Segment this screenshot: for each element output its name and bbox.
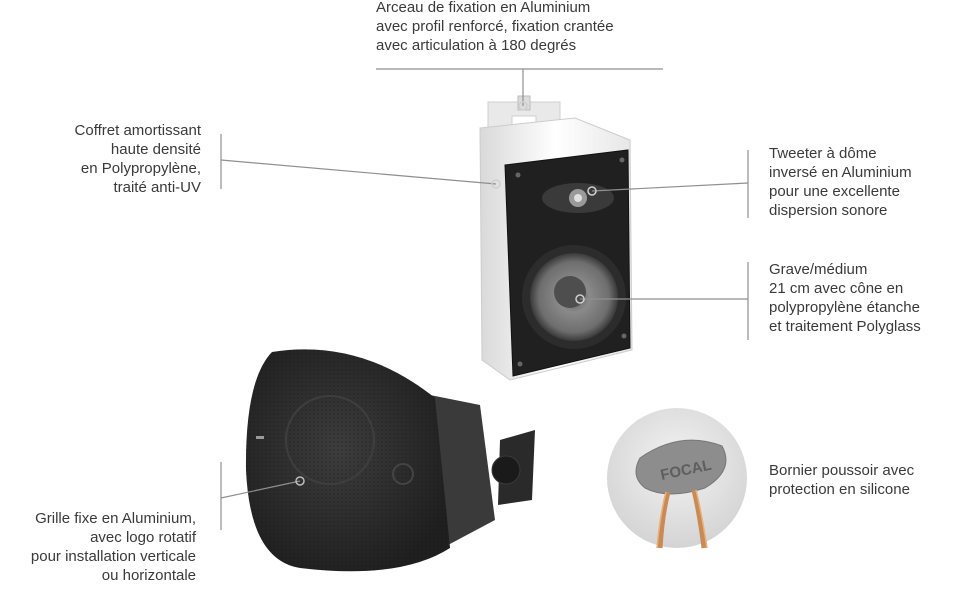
callout-woofer: Grave/médium 21 cm avec cône en polyprop… bbox=[769, 260, 921, 336]
terminal-closeup: FOCAL bbox=[607, 408, 747, 549]
callout-bracket-line-1: Arceau de fixation en Aluminium bbox=[376, 0, 591, 16]
callout-tweeter: Tweeter à dôme inversé en Aluminium pour… bbox=[769, 144, 912, 220]
black-speaker bbox=[245, 349, 535, 572]
callout-cabinet-line-2: haute densité bbox=[110, 141, 201, 158]
callout-tweeter-line-1: Tweeter à dôme bbox=[769, 145, 877, 162]
callout-tweeter-line-3: pour une excellente bbox=[769, 183, 900, 200]
callout-grille-line-1: Grille fixe en Aluminium, bbox=[35, 510, 196, 527]
callout-tweeter-line-2: inversé en Aluminium bbox=[769, 164, 912, 181]
white-speaker bbox=[479, 95, 633, 381]
callout-cabinet-line-1: Coffret amortissant bbox=[74, 122, 201, 139]
callout-bracket-line-3: avec articulation à 180 degrés bbox=[376, 37, 577, 54]
callout-woofer-line-1: Grave/médium bbox=[769, 261, 868, 278]
leader-dots bbox=[295, 101, 597, 486]
callout-terminal-line-1: Bornier poussoir avec bbox=[769, 462, 915, 479]
callout-grille: Grille fixe en Aluminium, avec logo rota… bbox=[31, 509, 196, 585]
callout-terminal: Bornier poussoir avec protection en sili… bbox=[769, 461, 914, 499]
callout-terminal-line-2: protection en silicone bbox=[769, 481, 910, 498]
callout-grille-line-3: pour installation verticale bbox=[30, 548, 196, 565]
callout-woofer-line-4: et traitement Polyglass bbox=[769, 318, 921, 335]
leader-lines bbox=[220, 68, 749, 530]
callout-woofer-line-3: polypropylène étanche bbox=[769, 299, 920, 316]
callout-cabinet-line-3: en Polypropylène, bbox=[80, 160, 201, 177]
callout-bracket: Arceau de fixation en Aluminium avec pro… bbox=[376, 0, 614, 55]
callout-cabinet-line-4: traité anti-UV bbox=[113, 179, 201, 196]
callout-tweeter-line-4: dispersion sonore bbox=[769, 202, 888, 219]
callout-woofer-line-2: 21 cm avec cône en bbox=[769, 280, 904, 297]
callout-grille-line-2: avec logo rotatif bbox=[90, 529, 196, 546]
callout-grille-line-4: ou horizontale bbox=[101, 567, 196, 584]
callout-bracket-line-2: avec profil renforcé, fixation crantée bbox=[376, 18, 614, 35]
callout-cabinet: Coffret amortissant haute densité en Pol… bbox=[75, 121, 201, 197]
